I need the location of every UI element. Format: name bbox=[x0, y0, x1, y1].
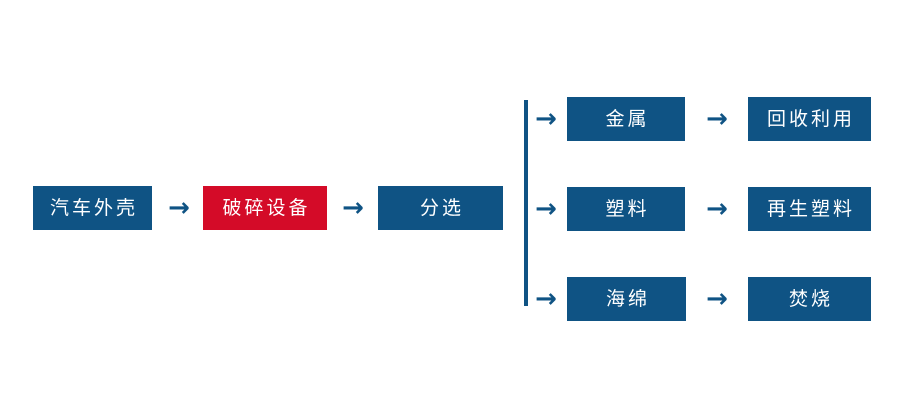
arrow-right-icon-plastic-to-recycled-plastic: → bbox=[706, 194, 728, 224]
arrow-right-icon-sponge-to-incineration: → bbox=[706, 284, 728, 314]
arrow-right-icon-shell-to-crusher: → bbox=[168, 193, 190, 223]
arrow-right-icon-branch-metal: → bbox=[535, 104, 557, 134]
node-sponge[interactable]: 海绵 bbox=[567, 277, 686, 321]
node-recycled-plastic[interactable]: 再生塑料 bbox=[748, 187, 871, 231]
node-incineration[interactable]: 焚烧 bbox=[748, 277, 871, 321]
node-plastic[interactable]: 塑料 bbox=[567, 187, 685, 231]
arrow-right-icon-metal-to-recycle: → bbox=[706, 104, 728, 134]
node-metal[interactable]: 金属 bbox=[567, 97, 685, 141]
node-sorting[interactable]: 分选 bbox=[378, 186, 503, 230]
arrow-right-icon-branch-sponge: → bbox=[535, 284, 557, 314]
arrow-right-icon-crusher-to-sorting: → bbox=[342, 193, 364, 223]
node-crushing-equipment[interactable]: 破碎设备 bbox=[203, 186, 327, 230]
node-automobile-shell[interactable]: 汽车外壳 bbox=[33, 186, 152, 230]
arrow-right-icon-branch-plastic: → bbox=[535, 194, 557, 224]
node-recycling-reuse[interactable]: 回收利用 bbox=[748, 97, 871, 141]
vertical-split-line bbox=[524, 100, 528, 306]
